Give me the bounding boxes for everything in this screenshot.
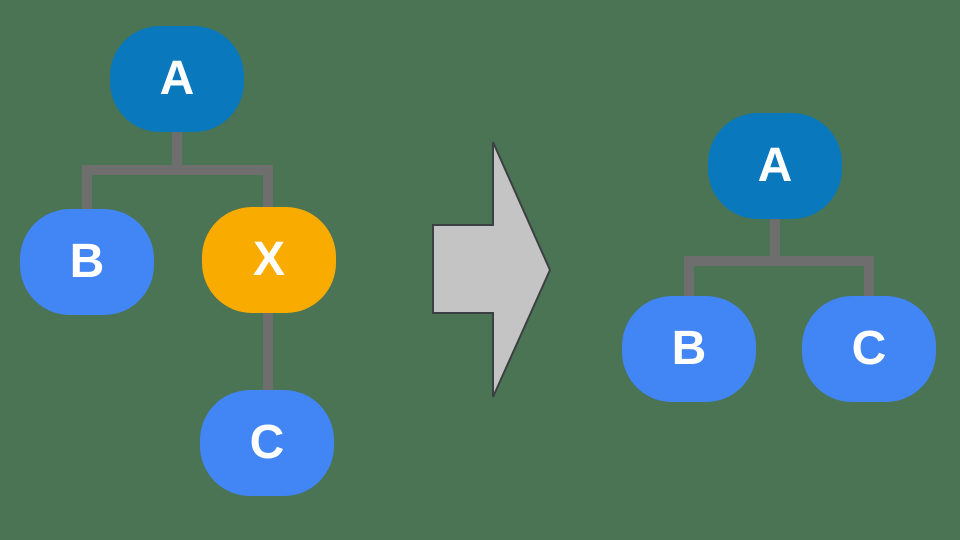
node-a-label: A — [159, 52, 195, 105]
edge-horizontal — [684, 256, 874, 266]
node-c-after: C — [802, 296, 936, 402]
edge-to-b — [684, 256, 694, 300]
node-b-label: B — [671, 322, 707, 375]
node-x-removed: X — [202, 207, 336, 313]
edge-a-junction — [172, 128, 182, 170]
edge-horizontal — [82, 165, 273, 175]
transform-arrow-icon — [432, 140, 552, 398]
edge-x-to-c — [263, 309, 273, 394]
node-b-label: B — [69, 235, 105, 288]
node-c-label: C — [851, 322, 887, 375]
edge-to-x — [263, 165, 273, 211]
node-x-label: X — [252, 233, 285, 286]
edge-a-junction — [770, 215, 780, 260]
node-a-label: A — [757, 139, 793, 192]
node-a-after: A — [708, 113, 842, 219]
node-c-label: C — [249, 416, 285, 469]
edge-to-b — [82, 165, 92, 213]
node-c-before: C — [200, 390, 334, 496]
node-a-before: A — [110, 26, 244, 132]
node-b-before: B — [20, 209, 154, 315]
edge-to-c — [864, 256, 874, 300]
node-b-after: B — [622, 296, 756, 402]
